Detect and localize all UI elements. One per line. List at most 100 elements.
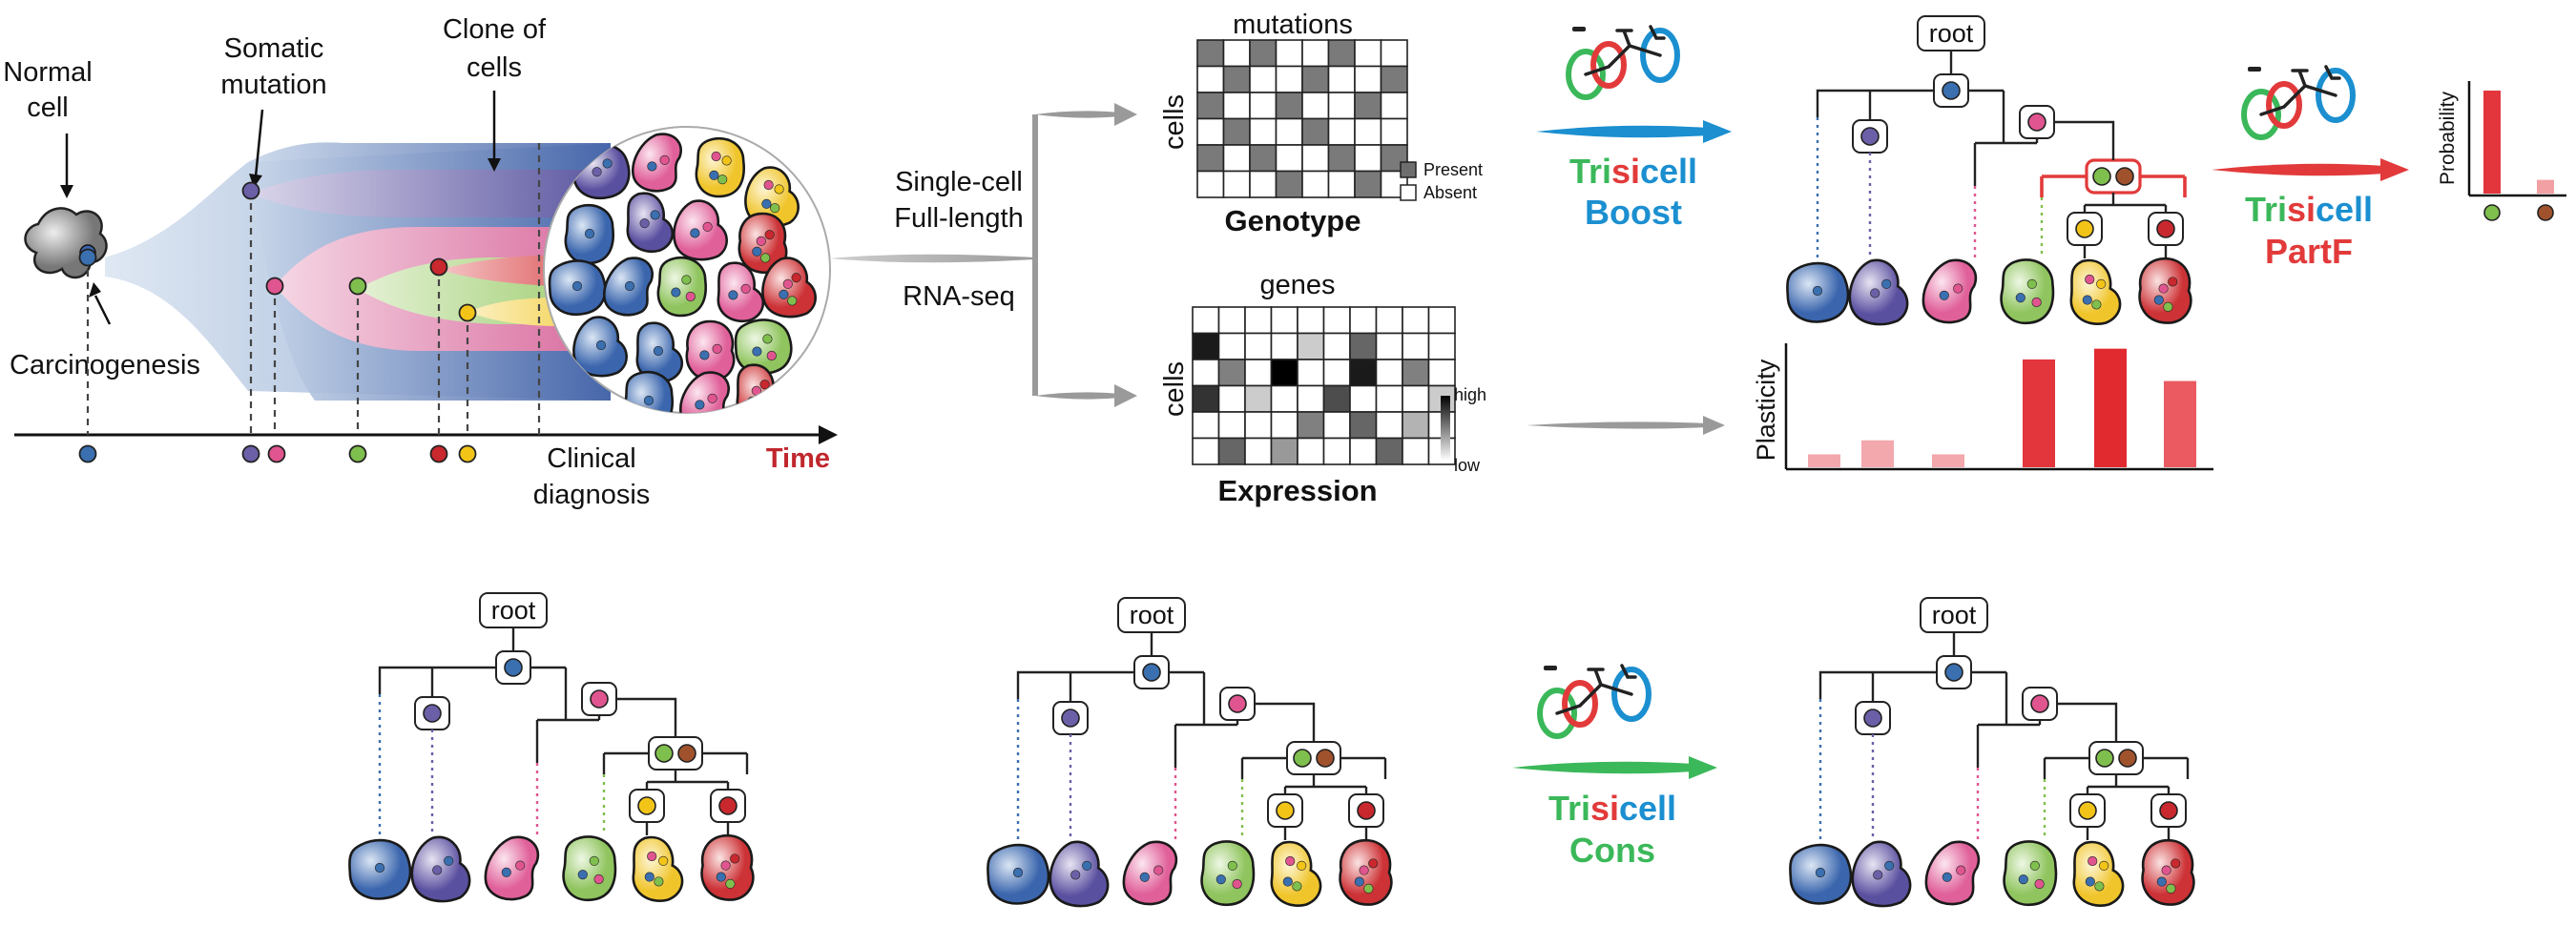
pink-cell-body (1924, 840, 1981, 906)
expression-cell (1297, 411, 1325, 440)
probability-bars (2483, 91, 2554, 221)
blue-cell (348, 838, 412, 900)
expression-arrowhead (1703, 416, 1725, 435)
blue-dot (653, 345, 664, 357)
blue-dot (716, 872, 726, 882)
red-timeline-dot (429, 444, 448, 463)
phylogenetic-tree: root (1786, 15, 2192, 326)
wheel-blue (1640, 28, 1680, 83)
pink-cell-body (717, 261, 765, 323)
pink-mutation-dot (265, 277, 284, 296)
blue-dot (2085, 876, 2095, 887)
present-cell (1301, 65, 1330, 93)
genotype-row-label: cells (1159, 94, 1190, 150)
expression-cell (1297, 306, 1325, 335)
brown-node-dot (2115, 167, 2134, 186)
green-node-dot (1293, 749, 1312, 768)
pink-cell (717, 261, 765, 323)
blue-dot (584, 228, 595, 239)
expression-cell (1402, 359, 1430, 387)
expression-scale-bar (1441, 396, 1450, 461)
root-label: root (1932, 601, 1977, 629)
present-cell (1275, 92, 1303, 120)
yellow-timeline-dot (458, 444, 477, 463)
bicycle-icon-cons (1537, 664, 1652, 739)
blue-dot (501, 867, 511, 877)
absent-cell (1249, 65, 1278, 93)
wheel-green (2241, 89, 2281, 140)
yellow-cell (1270, 840, 1322, 907)
purple-cell-body (626, 192, 675, 254)
present-cell (1301, 117, 1330, 146)
present-cell (1196, 39, 1225, 68)
expression-cell (1244, 332, 1273, 360)
cons-tool-name: Trisicell (1548, 789, 1676, 828)
somatic-arrowhead (249, 174, 262, 188)
clone-arrowhead (488, 158, 501, 172)
green-dot (1227, 860, 1237, 871)
pink-dot (763, 179, 774, 191)
tree-edge (1818, 670, 1937, 699)
expression-cell (1244, 411, 1273, 440)
expression-cell (1402, 332, 1430, 360)
mutation-timeline-marks (78, 143, 541, 463)
yellow-node-dot (637, 796, 656, 815)
plasticity-bar (1861, 440, 1894, 467)
green-dot (770, 203, 780, 214)
green-dot (2026, 278, 2037, 289)
present-cell (1222, 117, 1251, 146)
expression-cell (1297, 359, 1325, 387)
red-dot (759, 380, 770, 390)
expression-cell (1192, 306, 1220, 335)
blue-dot (752, 246, 762, 257)
blue-cell (572, 316, 628, 378)
expression-cell (1270, 332, 1298, 360)
present-cell (1196, 92, 1225, 120)
tree-edge (378, 666, 496, 694)
absent-cell (1380, 117, 1408, 146)
clinical-label-line2: diagnosis (533, 480, 651, 510)
carcinogenesis-arrowhead (89, 282, 101, 298)
green-dot (2091, 299, 2102, 310)
clone-label-line2: cells (467, 52, 522, 83)
expression-cell (1297, 437, 1325, 465)
time-label: Time (766, 443, 830, 474)
absent-cell (1222, 39, 1251, 68)
pink-dot (2034, 878, 2045, 890)
cons-tool-suffix: Cons (1569, 831, 1655, 870)
green-cell (562, 835, 617, 901)
pink-dot (782, 278, 793, 289)
absent-cell (1249, 117, 1278, 146)
green-dot (787, 296, 798, 306)
blue-node-dot (1142, 663, 1161, 682)
pink-dot (685, 291, 696, 302)
phylogenetic-tree: root (1789, 597, 2195, 908)
blue-cell (1789, 843, 1853, 905)
blue-dot (779, 289, 789, 299)
blue-dot (1942, 872, 1952, 882)
seq-arrowhead-bottom (1114, 384, 1137, 407)
yellow-cell (744, 166, 800, 228)
pink-dot (1153, 865, 1164, 875)
somatic-label-line1: Somatic (224, 33, 324, 64)
yellow-dot (2096, 278, 2107, 289)
pink-dot (1953, 283, 1963, 294)
normal-cell-cluster (24, 207, 108, 279)
purple-dot (1873, 870, 1883, 880)
absent-cell (1275, 65, 1303, 93)
brown-node-dot (677, 744, 696, 763)
wheel-red (2266, 81, 2302, 129)
present-cell (1249, 39, 1278, 68)
absent-cell (1301, 39, 1330, 68)
cons-arrow-shaft (1512, 761, 1693, 774)
green-cell (2003, 840, 2058, 906)
expression-cell (1349, 332, 1378, 360)
trisicell-partf-tool: Trisicell PartF (2212, 158, 2409, 271)
probability-ylabel: Probability (2437, 91, 2459, 185)
present-cell (1354, 92, 1382, 120)
yellow-dot (2099, 860, 2109, 871)
yellow-node-dot (2075, 219, 2094, 238)
blue-dot (644, 872, 654, 882)
expression-cell (1297, 332, 1325, 360)
blue-dot (752, 346, 762, 357)
